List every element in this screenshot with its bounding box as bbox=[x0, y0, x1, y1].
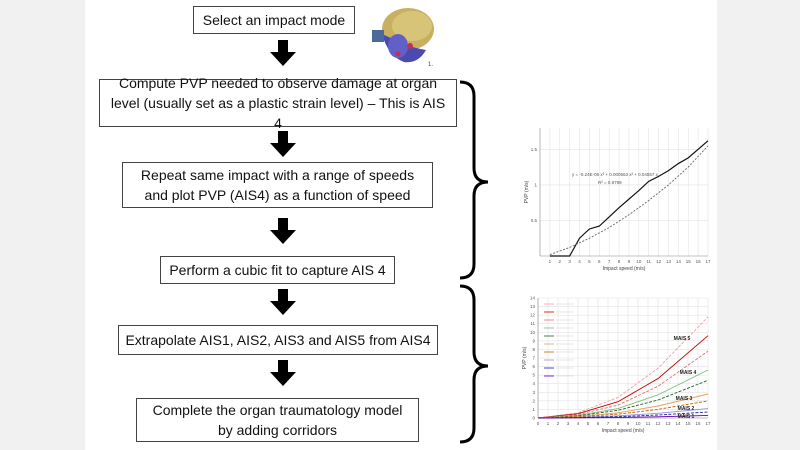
down-arrow-icon bbox=[270, 218, 296, 246]
x-tick-label: 1 bbox=[549, 259, 552, 264]
braces bbox=[459, 80, 489, 444]
step-label: Extrapolate AIS1, AIS2, AIS3 and AIS5 fr… bbox=[125, 332, 431, 348]
x-tick-label: 5 bbox=[587, 421, 590, 426]
y-tick-label: 5 bbox=[532, 373, 535, 378]
x-tick-label: 16 bbox=[695, 421, 701, 426]
y-tick-label: 4 bbox=[532, 381, 535, 386]
x-tick-label: 0 bbox=[537, 421, 540, 426]
step-compute-pvp: Compute PVP needed to observe damage at … bbox=[99, 75, 457, 131]
series-line bbox=[537, 335, 709, 419]
series-annotation: MAIS 2 bbox=[678, 406, 695, 412]
x-tick-label: 10 bbox=[636, 259, 642, 264]
y-tick-label: 1 bbox=[534, 182, 537, 187]
x-tick-label: 13 bbox=[666, 259, 672, 264]
series-annotation: MAIS 3 bbox=[676, 396, 693, 402]
x-tick-label: 7 bbox=[608, 259, 611, 264]
x-tick-label: 17 bbox=[705, 421, 711, 426]
step-label: Repeat same impact with a range of speed… bbox=[140, 167, 415, 203]
series-line bbox=[537, 369, 709, 419]
x-tick-label: 8 bbox=[618, 259, 621, 264]
x-tick-label: 16 bbox=[696, 259, 702, 264]
y-tick-label: 0.5 bbox=[531, 218, 538, 223]
x-tick-label: 9 bbox=[627, 421, 630, 426]
y-tick-label: 13 bbox=[530, 304, 536, 309]
step-label: Complete the organ traumatology model by… bbox=[152, 402, 403, 438]
x-axis-label: Impact speed (m/s) bbox=[603, 266, 646, 272]
x-tick-label: 14 bbox=[676, 259, 682, 264]
series-line bbox=[537, 379, 709, 419]
x-tick-label: 6 bbox=[598, 259, 601, 264]
x-tick-label: 2 bbox=[557, 421, 560, 426]
y-tick-label: 14 bbox=[530, 296, 536, 301]
y-tick-label: 1 bbox=[532, 407, 535, 412]
x-tick-label: 8 bbox=[617, 421, 620, 426]
x-tick-label: 11 bbox=[646, 259, 651, 264]
y-tick-label: 3 bbox=[532, 390, 535, 395]
figure-number: 1. bbox=[428, 62, 433, 68]
x-tick-label: 6 bbox=[597, 421, 600, 426]
y-tick-label: 1.5 bbox=[531, 147, 538, 152]
step-label: Perform a cubic fit to capture AIS 4 bbox=[169, 262, 386, 278]
x-tick-label: 10 bbox=[635, 421, 641, 426]
down-arrow-icon bbox=[270, 360, 296, 388]
y-tick-label: 9 bbox=[532, 338, 535, 343]
x-tick-label: 15 bbox=[685, 421, 691, 426]
series-line bbox=[537, 411, 709, 419]
step-cubic-fit: Perform a cubic fit to capture AIS 4 bbox=[160, 256, 395, 284]
series-line bbox=[537, 350, 709, 419]
down-arrow-icon bbox=[270, 131, 296, 159]
series-line bbox=[537, 393, 709, 419]
series-annotation: MAIS 1 bbox=[678, 414, 695, 420]
x-tick-label: 7 bbox=[607, 421, 610, 426]
step-complete-model: Complete the organ traumatology model by… bbox=[136, 398, 419, 442]
y-tick-label: 10 bbox=[530, 330, 536, 335]
x-tick-label: 15 bbox=[686, 259, 692, 264]
y-tick-label: 8 bbox=[532, 347, 535, 352]
down-arrow-icon bbox=[270, 289, 296, 317]
y-tick-label: 6 bbox=[532, 364, 535, 369]
x-tick-label: 4 bbox=[578, 259, 581, 264]
x-tick-label: 14 bbox=[675, 421, 681, 426]
step-select-impact-mode: Select an impact mode bbox=[193, 6, 355, 34]
x-tick-label: 17 bbox=[705, 259, 711, 264]
upper-brace bbox=[459, 80, 489, 280]
x-tick-label: 3 bbox=[568, 259, 571, 264]
step-repeat-impact: Repeat same impact with a range of speed… bbox=[122, 162, 433, 208]
x-tick-label: 13 bbox=[665, 421, 671, 426]
y-tick-label: 12 bbox=[530, 313, 536, 318]
series-line bbox=[549, 145, 709, 256]
y-axis-label: PVP (m/s) bbox=[522, 346, 528, 369]
x-axis-label: Impact speed (m/s) bbox=[602, 428, 645, 434]
y-axis-label: PVP (m/s) bbox=[524, 180, 530, 203]
step-extrapolate: Extrapolate AIS1, AIS2, AIS3 and AIS5 fr… bbox=[118, 325, 438, 355]
fit-r-squared: R² = 0.9799 bbox=[598, 180, 622, 185]
x-tick-label: 2 bbox=[559, 259, 562, 264]
x-tick-label: 11 bbox=[646, 421, 651, 426]
fit-equation: y = -0.24E-05 x³ + 0.000563 x² + 0.04557… bbox=[572, 172, 659, 177]
x-tick-label: 9 bbox=[628, 259, 631, 264]
series-line bbox=[537, 316, 709, 419]
y-tick-label: 11 bbox=[530, 321, 535, 326]
y-tick-label: 7 bbox=[532, 356, 535, 361]
step-label: Select an impact mode bbox=[202, 12, 346, 28]
skull-model-image: 1. bbox=[372, 8, 434, 68]
chart-background bbox=[512, 118, 716, 280]
x-tick-label: 12 bbox=[656, 259, 662, 264]
x-tick-label: 3 bbox=[567, 421, 570, 426]
series-annotation: MAIS 4 bbox=[680, 370, 697, 376]
lower-brace bbox=[459, 284, 489, 444]
down-arrow-icon bbox=[270, 40, 296, 68]
step-label: Compute PVP needed to observe damage at … bbox=[110, 75, 446, 131]
series-line bbox=[537, 400, 709, 419]
x-tick-label: 5 bbox=[588, 259, 591, 264]
x-tick-label: 12 bbox=[655, 421, 661, 426]
x-tick-label: 1 bbox=[547, 421, 550, 426]
y-tick-label: 0 bbox=[532, 416, 535, 421]
x-tick-label: 4 bbox=[577, 421, 580, 426]
y-tick-label: 2 bbox=[532, 398, 535, 403]
series-annotation: MAIS 5 bbox=[674, 336, 691, 342]
series-line bbox=[537, 414, 709, 419]
